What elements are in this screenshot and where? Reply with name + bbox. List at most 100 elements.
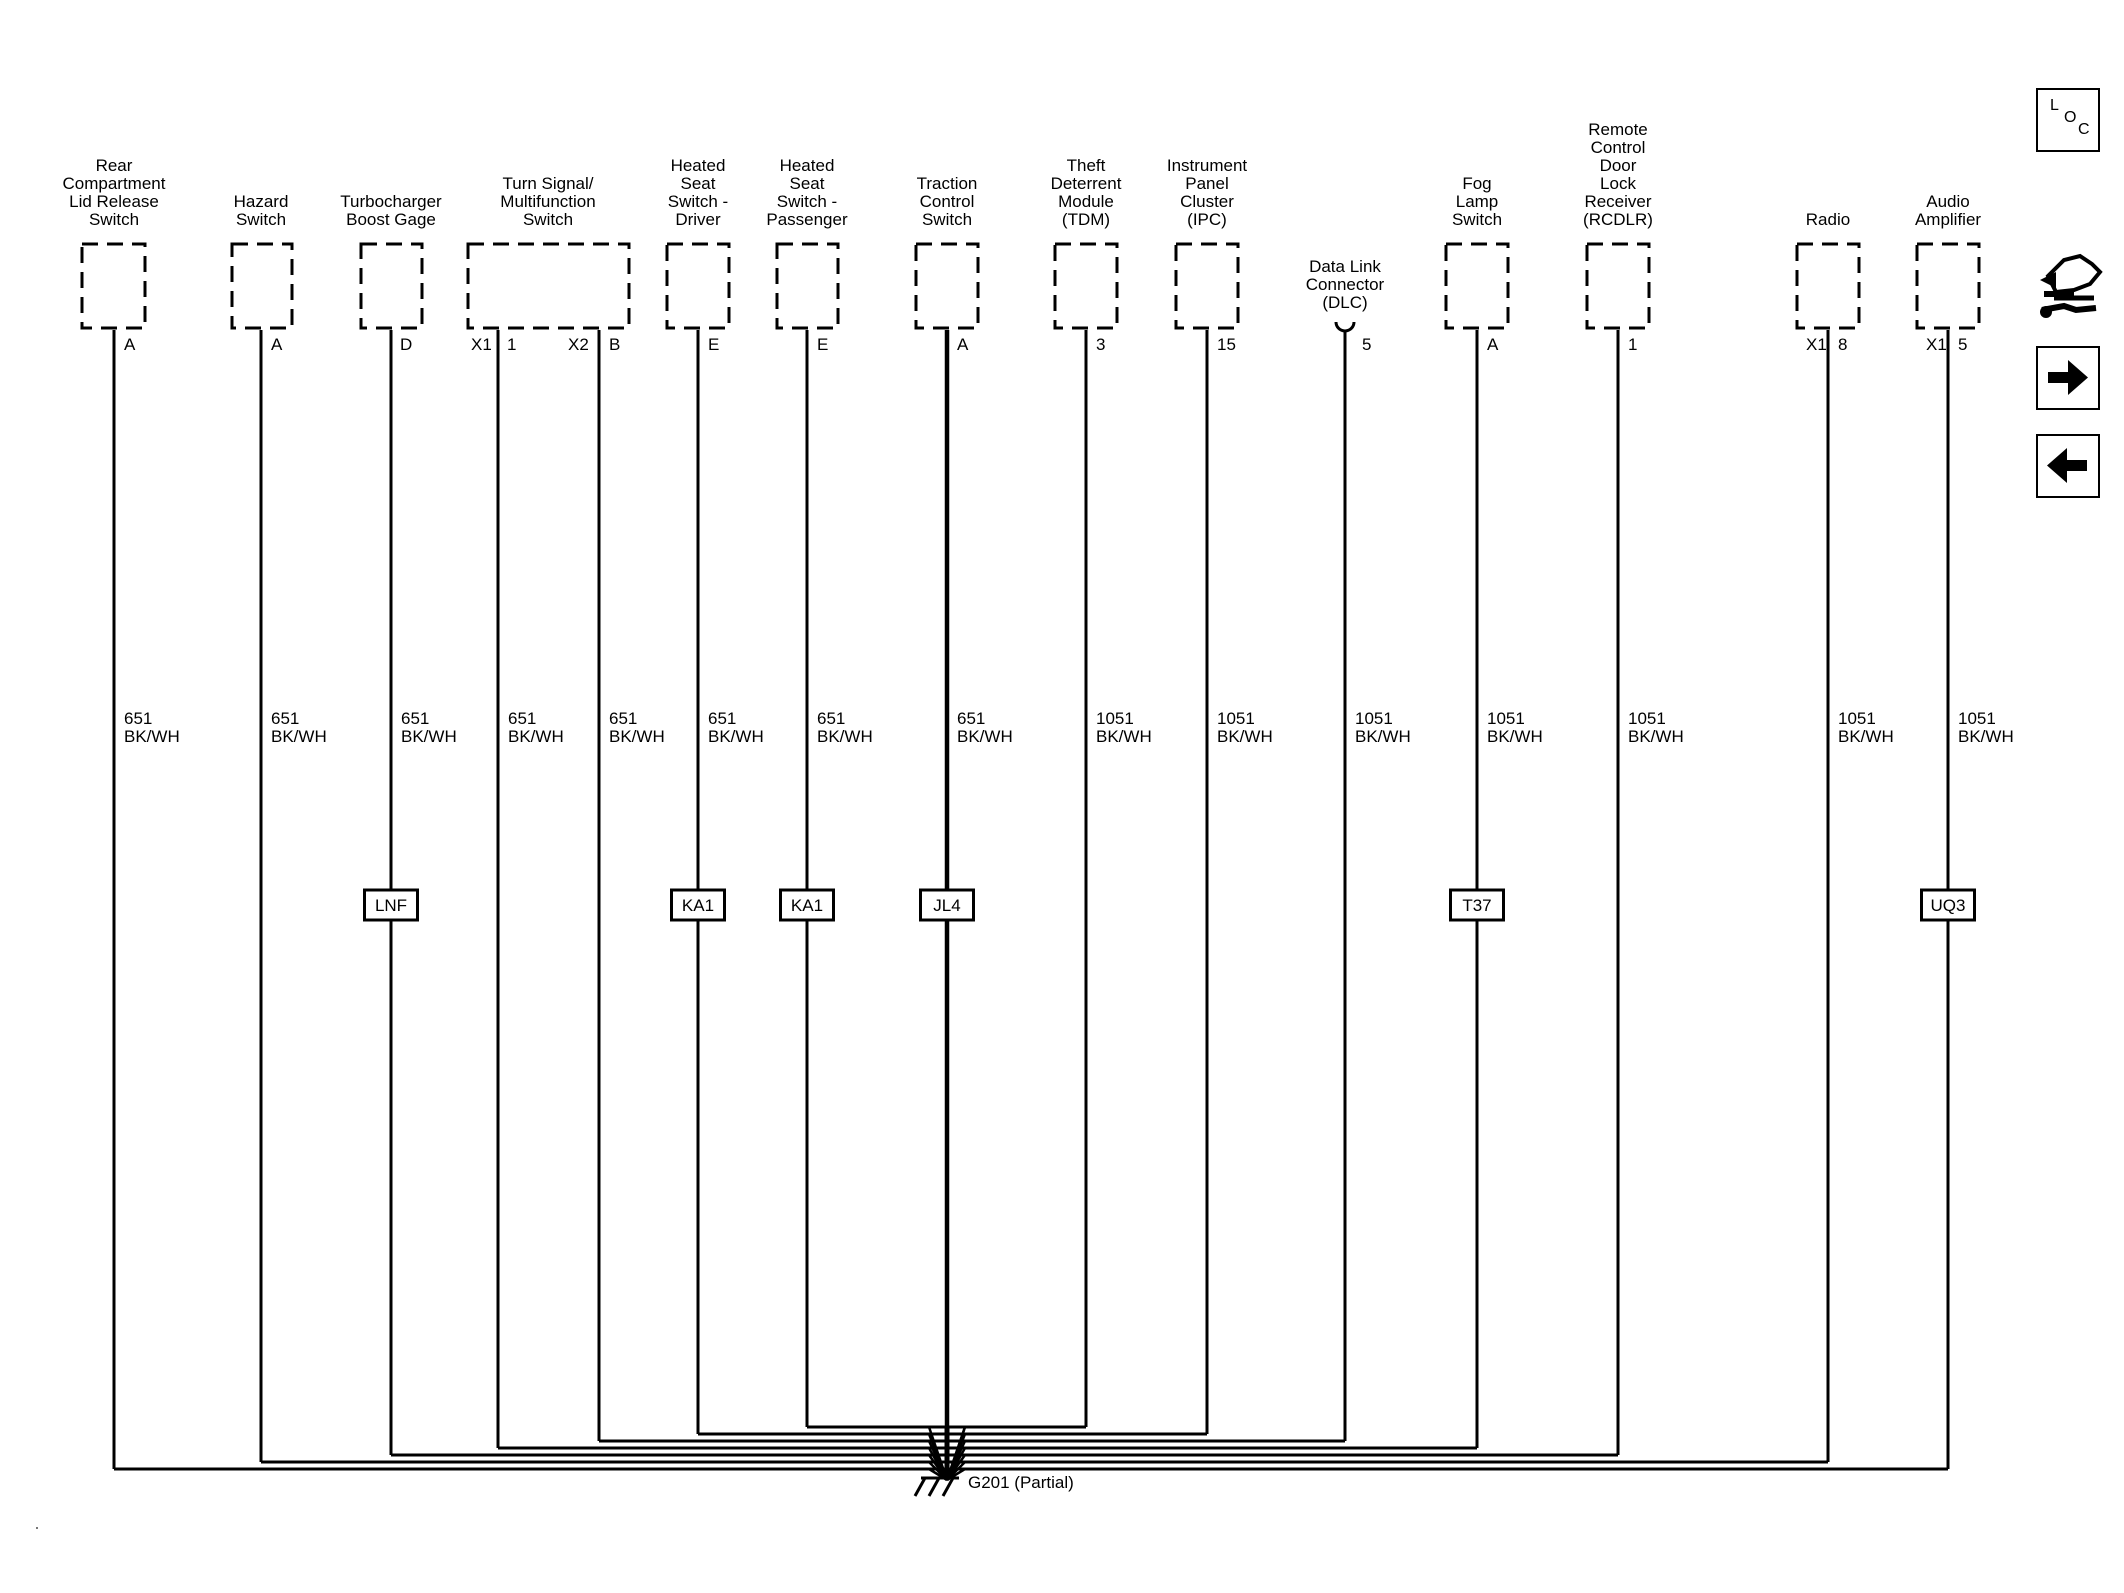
- pin-label: 5: [1362, 335, 1371, 354]
- ground-hatch: [913, 1477, 927, 1497]
- svg-text:T37: T37: [1462, 896, 1491, 915]
- turn-signal-multifunction-switch-label: Turn Signal/: [502, 174, 593, 193]
- circuit-number: 1051: [1628, 709, 1666, 728]
- theft-deterrent-module-label: Theft: [1067, 156, 1106, 175]
- instrument-panel-cluster: [1174, 242, 1240, 330]
- rear-compartment-lid-release-switch-connector-box: [80, 242, 147, 330]
- circuit-number: 651: [271, 709, 299, 728]
- turbocharger-boost-gage-label: Turbocharger: [340, 192, 442, 211]
- wire-color: BK/WH: [1838, 727, 1894, 746]
- instrument-panel-cluster-label: (IPC): [1187, 210, 1227, 229]
- fog-lamp-switch-label: Switch: [1452, 210, 1502, 229]
- wire-color: BK/WH: [1217, 727, 1273, 746]
- rear-compartment-lid-release-switch-label: Lid Release: [69, 192, 159, 211]
- ground-label: G201 (Partial): [968, 1473, 1074, 1492]
- option-code-LNF: LNF: [363, 888, 419, 922]
- wire-color: BK/WH: [1355, 727, 1411, 746]
- circuit-number: 1051: [1487, 709, 1525, 728]
- remote-control-door-lock-receiver-connector-box: [1585, 242, 1651, 330]
- circuit-number: 1051: [1096, 709, 1134, 728]
- wire-color: BK/WH: [1958, 727, 2014, 746]
- pin-label: B: [609, 335, 620, 354]
- loc-letter-l: L: [2050, 97, 2059, 114]
- location-view-button[interactable]: L O C: [2036, 88, 2100, 152]
- pin-label: X1: [471, 335, 492, 354]
- circuit-number: 651: [817, 709, 845, 728]
- remote-control-door-lock-receiver-label: Control: [1591, 138, 1646, 157]
- theft-deterrent-module-label: (TDM): [1062, 210, 1110, 229]
- components-layer: [80, 242, 1981, 333]
- remote-control-door-lock-receiver: [1585, 242, 1651, 330]
- heated-seat-switch-passenger-label: Passenger: [766, 210, 848, 229]
- page-dot: [36, 1527, 38, 1529]
- wire-color: BK/WH: [609, 727, 665, 746]
- fog-lamp-switch-connector-box: [1444, 242, 1510, 330]
- wire-color: BK/WH: [708, 727, 764, 746]
- circuit-number: 1051: [1838, 709, 1876, 728]
- arrow-right-icon[interactable]: [2036, 346, 2100, 410]
- pin-label: D: [400, 335, 412, 354]
- traction-control-switch-label: Switch: [922, 210, 972, 229]
- traction-control-switch-label: Traction: [917, 174, 978, 193]
- heated-seat-switch-driver-label: Heated: [671, 156, 726, 175]
- pin-label: X1: [1926, 335, 1947, 354]
- radio-connector-box: [1795, 242, 1861, 330]
- circuit-number: 651: [508, 709, 536, 728]
- pin-label: 1: [1628, 335, 1637, 354]
- wire-color: BK/WH: [817, 727, 873, 746]
- turbocharger-boost-gage-label: Boost Gage: [346, 210, 436, 229]
- pin-label: 1: [507, 335, 516, 354]
- instrument-panel-cluster-label: Cluster: [1180, 192, 1234, 211]
- circuit-number: 651: [401, 709, 429, 728]
- pin-label: E: [708, 335, 719, 354]
- wire-color: BK/WH: [124, 727, 180, 746]
- heated-seat-switch-driver-label: Switch -: [668, 192, 728, 211]
- heated-seat-switch-driver-label: Seat: [681, 174, 716, 193]
- wires-layer: [112, 330, 1950, 1482]
- ground-hatch: [941, 1477, 955, 1497]
- pin-label: A: [957, 335, 969, 354]
- heated-seat-switch-driver-connector-box: [665, 242, 731, 330]
- radio: [1795, 242, 1861, 330]
- hazard-switch-label: Switch: [236, 210, 286, 229]
- circuit-number: 1051: [1217, 709, 1255, 728]
- audio-amplifier: [1915, 242, 1981, 330]
- loc-letter-o: O: [2064, 109, 2077, 126]
- heated-seat-switch-driver: [665, 242, 731, 330]
- theft-deterrent-module-label: Deterrent: [1051, 174, 1122, 193]
- data-link-connector-label: (DLC): [1322, 293, 1367, 312]
- option-code-UQ3: UQ3: [1920, 888, 1976, 922]
- svg-text:UQ3: UQ3: [1931, 896, 1966, 915]
- pin-label: 8: [1838, 335, 1847, 354]
- component-config-icon[interactable]: [2034, 250, 2106, 332]
- pin-label: A: [124, 335, 136, 354]
- data-link-connector-label: Connector: [1306, 275, 1385, 294]
- svg-text:JL4: JL4: [933, 896, 960, 915]
- audio-amplifier-connector-box: [1915, 242, 1981, 330]
- heated-seat-switch-passenger-connector-box: [775, 242, 840, 330]
- remote-control-door-lock-receiver-label: Door: [1600, 156, 1637, 175]
- pin-label: 5: [1958, 335, 1967, 354]
- pin-label: X2: [568, 335, 589, 354]
- instrument-panel-cluster-label: Instrument: [1167, 156, 1248, 175]
- traction-control-switch: [914, 242, 980, 330]
- turn-signal-multifunction-switch-connector-box: [466, 242, 631, 330]
- fog-lamp-switch-label: Lamp: [1456, 192, 1499, 211]
- wire-color: BK/WH: [1628, 727, 1684, 746]
- pin-label: E: [817, 335, 828, 354]
- pin-label: X1: [1806, 335, 1827, 354]
- data-link-connector-label: Data Link: [1309, 257, 1381, 276]
- pin-label: A: [1487, 335, 1499, 354]
- audio-amplifier-label: Audio: [1926, 192, 1969, 211]
- remote-control-door-lock-receiver-label: Remote: [1588, 120, 1648, 139]
- circuit-number: 651: [708, 709, 736, 728]
- turn-signal-multifunction-switch-label: Multifunction: [500, 192, 595, 211]
- traction-control-switch-connector-box: [914, 242, 980, 330]
- fog-lamp-switch-label: Fog: [1462, 174, 1491, 193]
- turbocharger-boost-gage: [359, 242, 424, 330]
- theft-deterrent-module-connector-box: [1053, 242, 1119, 330]
- turn-signal-multifunction-switch-label: Switch: [523, 210, 573, 229]
- arrow-left-icon[interactable]: [2036, 434, 2100, 498]
